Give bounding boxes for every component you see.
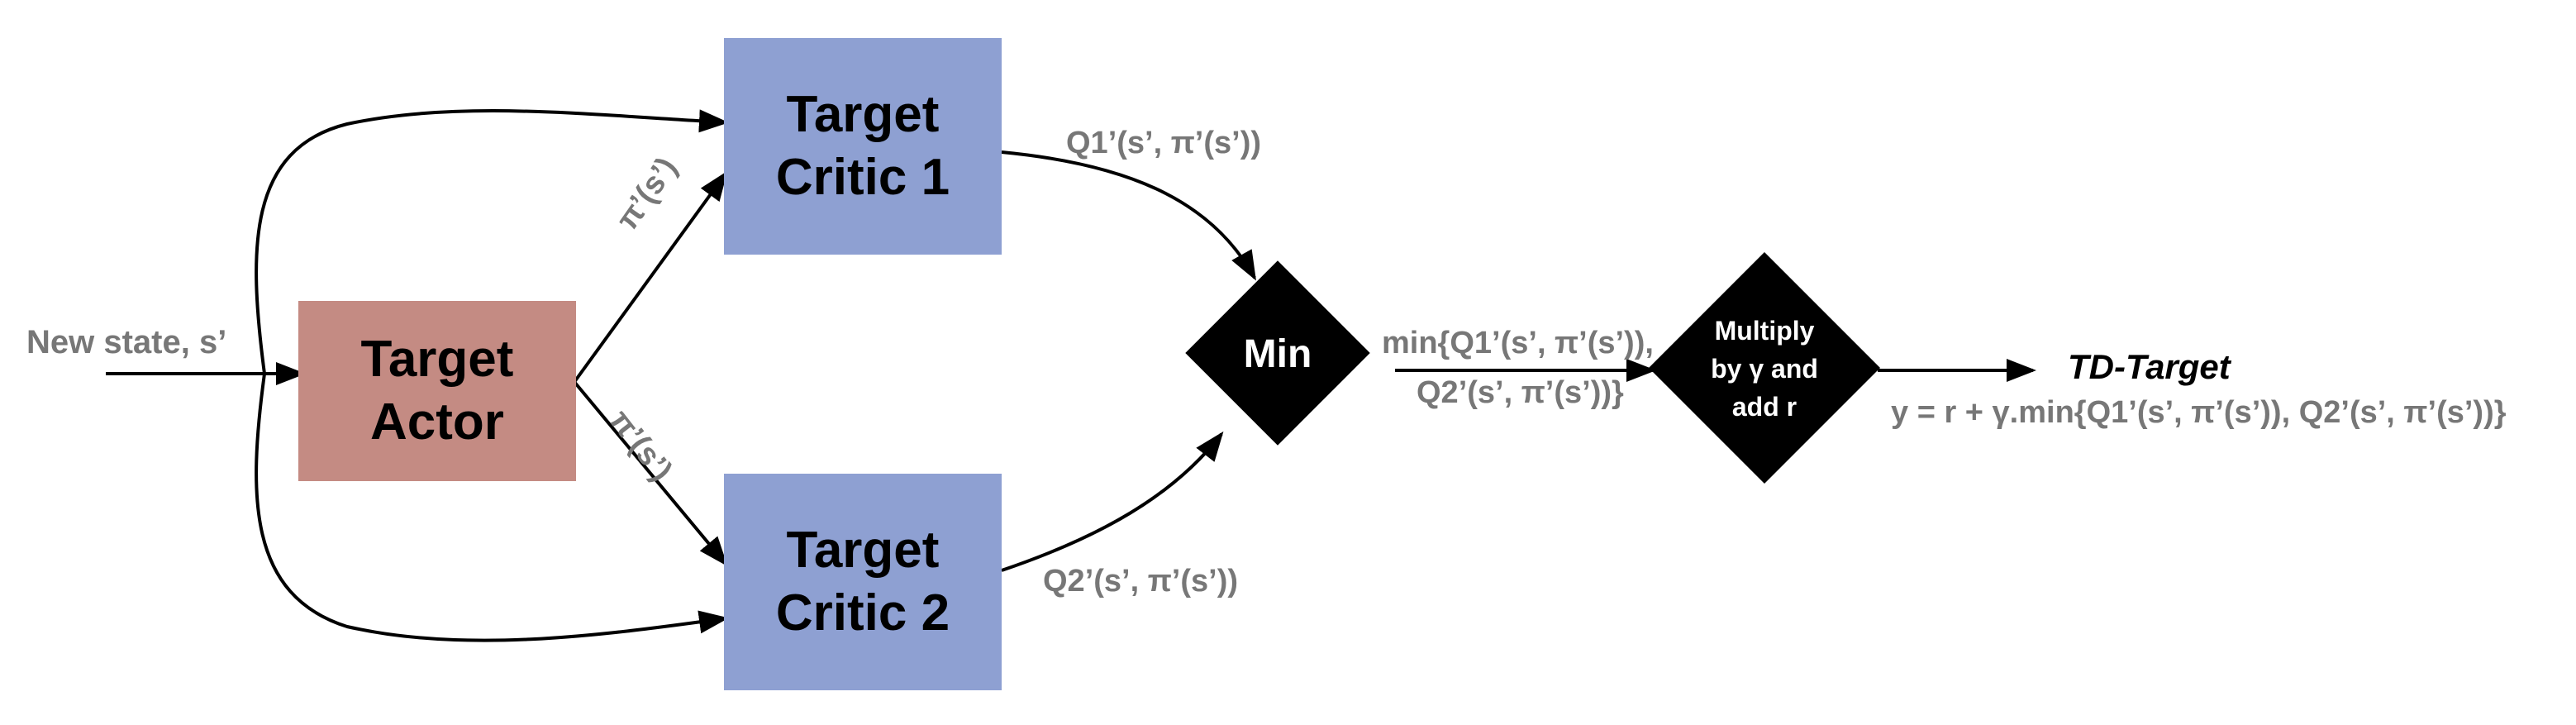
td-target-title: TD-Target <box>2068 347 2231 386</box>
multiply-operator-label: Multiply by γ and add r <box>1682 304 1847 433</box>
edge-actor-to-critic2 <box>573 380 728 567</box>
edge-label-q2: Q2’(s’, π’(s’)) <box>1043 564 1239 599</box>
target-actor-box: Target Actor <box>298 301 576 481</box>
target-critic1-line1: Target <box>786 86 940 143</box>
edge-state-to-critic2 <box>255 373 729 642</box>
target-critic2-line1: Target <box>786 522 940 579</box>
min-output-label-line1: min{Q1’(s’, π’(s’)), <box>1382 326 1654 360</box>
edge-actor-to-critic1 <box>573 170 728 384</box>
edge-label-q1: Q1’(s’, π’(s’)) <box>1066 126 1262 160</box>
target-critic2-box: Target Critic 2 <box>724 474 1002 690</box>
target-critic1-line2: Critic 1 <box>775 149 950 206</box>
min-operator-label: Min <box>1243 331 1312 376</box>
input-state-label: New state, s’ <box>26 324 227 360</box>
target-actor-line1: Target <box>360 331 514 388</box>
multiply-label-line2: by γ and <box>1711 354 1818 384</box>
edge-state-to-critic1 <box>255 109 729 374</box>
multiply-label-line3: add r <box>1731 392 1797 422</box>
min-output-label-line2: Q2’(s’, π’(s’))} <box>1417 375 1624 410</box>
multiply-label-line1: Multiply <box>1714 316 1815 346</box>
target-actor-line2: Actor <box>370 394 504 451</box>
edge-critic2-to-min <box>1001 431 1224 572</box>
td-target-formula: y = r + γ.min{Q1’(s’, π’(s’)), Q2’(s’, π… <box>1891 395 2507 430</box>
target-critic1-box: Target Critic 1 <box>724 38 1002 255</box>
target-critic2-line2: Critic 2 <box>775 584 950 642</box>
edge-critic1-to-min <box>1001 150 1256 281</box>
